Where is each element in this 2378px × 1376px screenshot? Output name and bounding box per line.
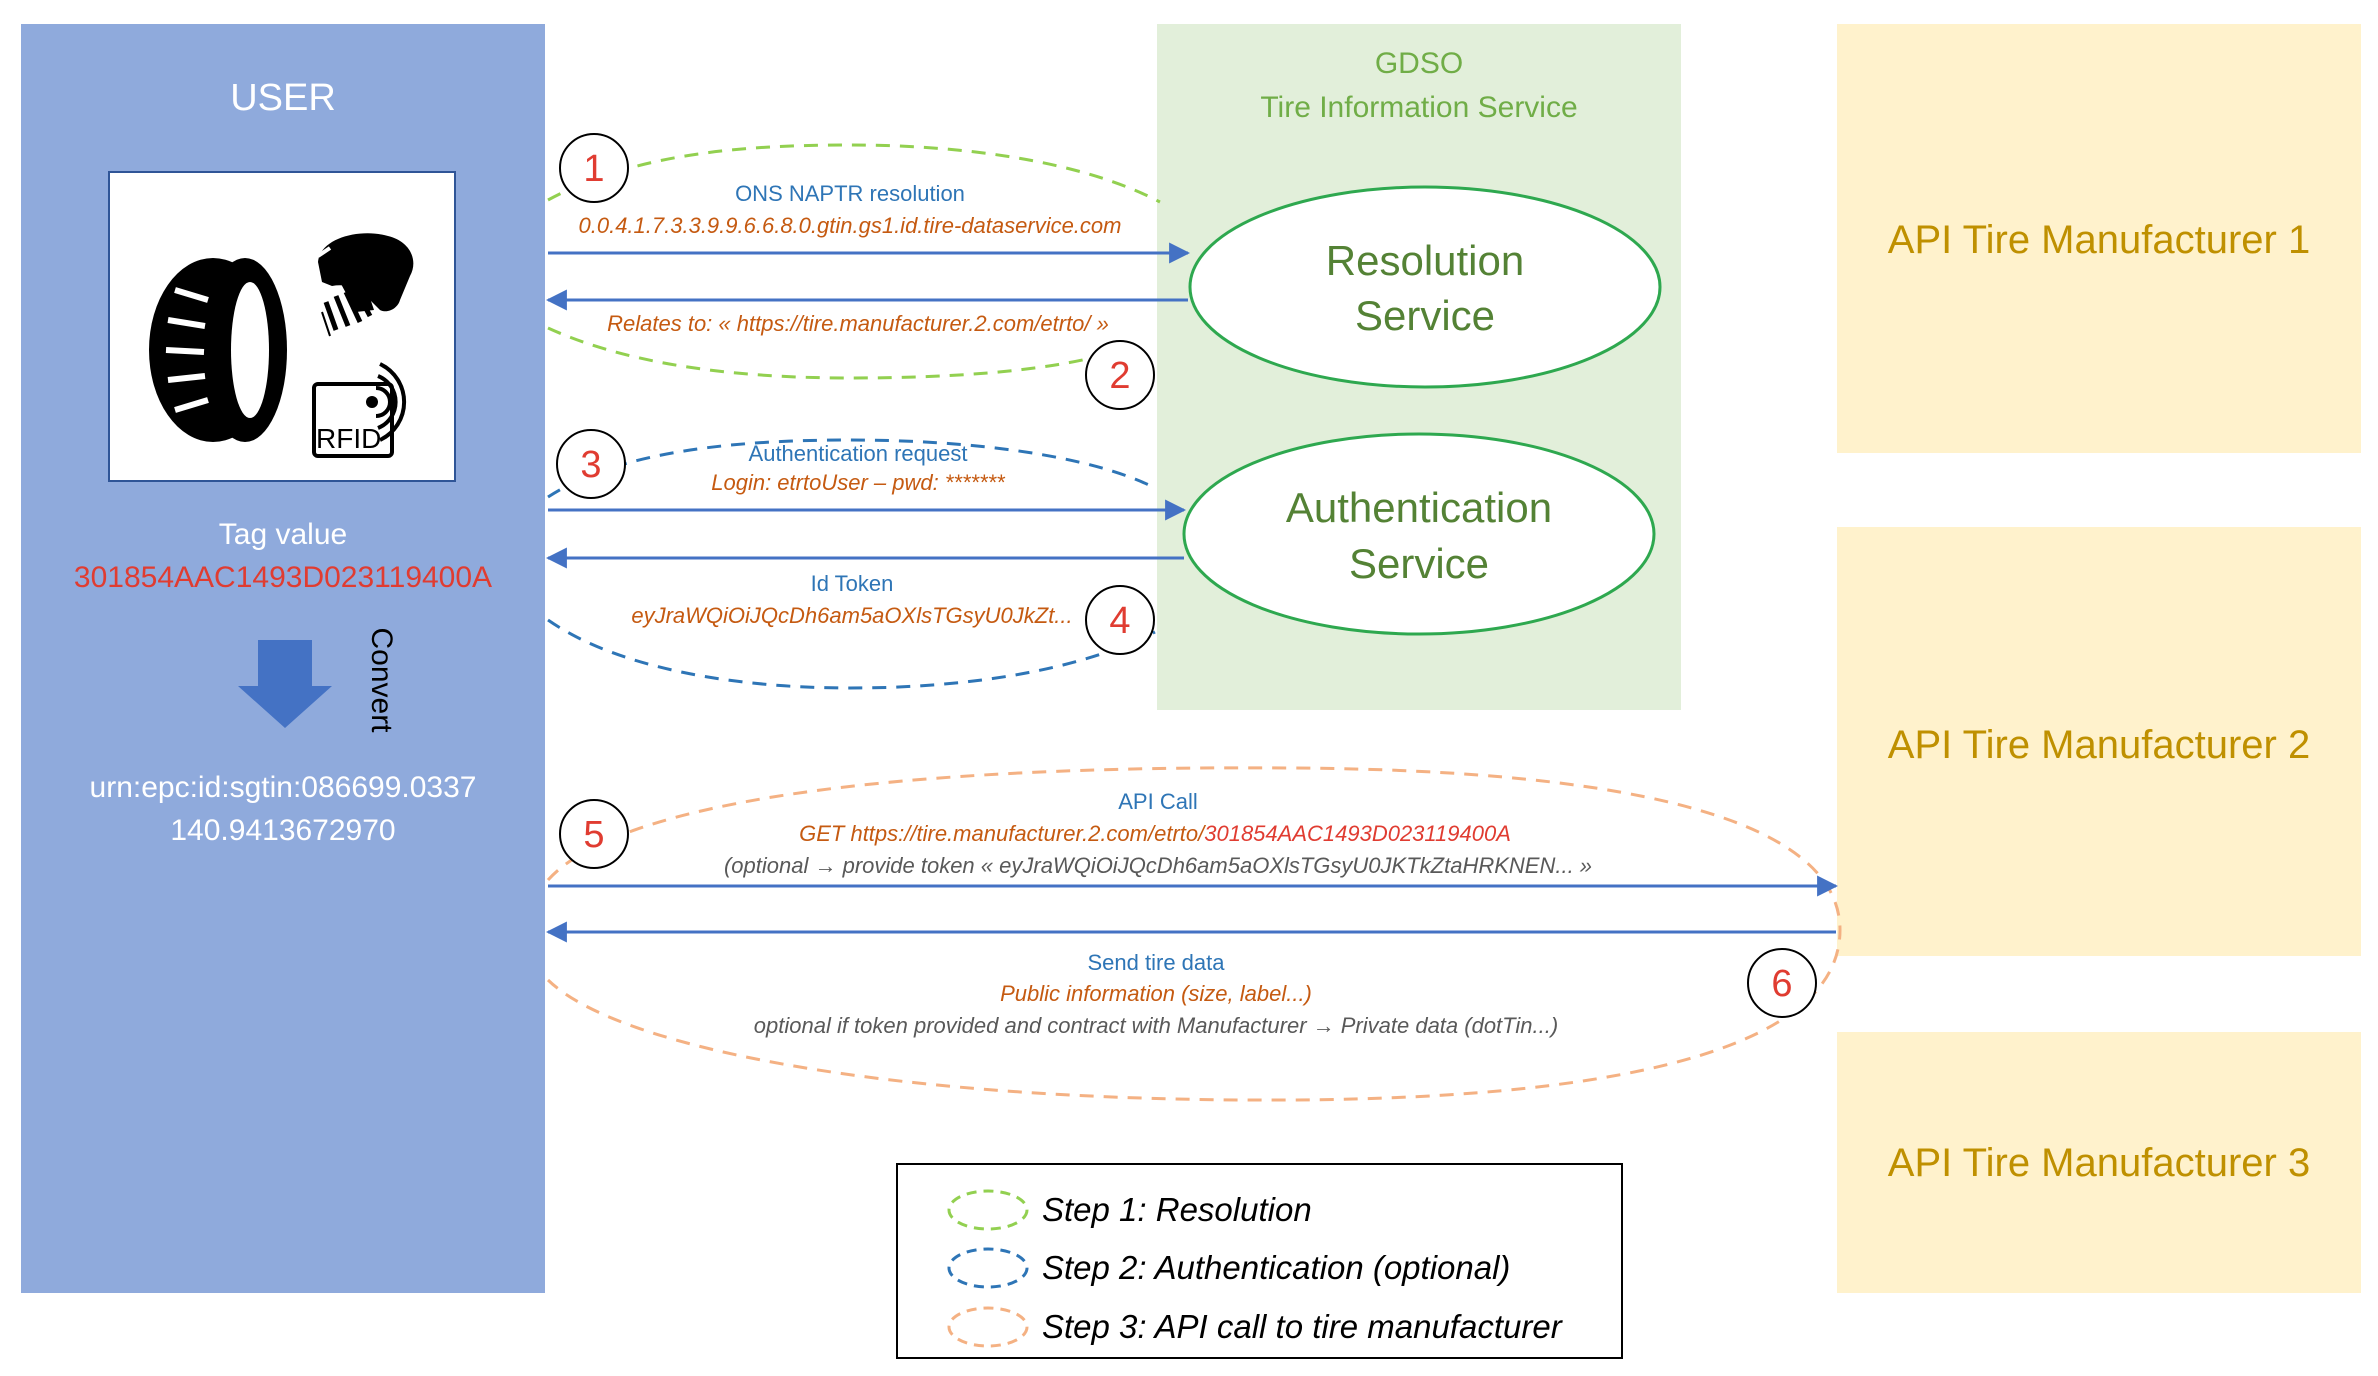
user-title: USER [230, 77, 336, 119]
step1-dashed-loop-top [547, 143, 1161, 204]
step6-optional: optional if token provided and contract … [754, 1013, 1558, 1038]
step-badge-5-number: 5 [583, 814, 604, 856]
gdso-subtitle: Tire Information Service [1260, 91, 1577, 124]
rfid-label: RFID [316, 423, 381, 454]
tag-value-label: Tag value [219, 518, 347, 551]
authentication-service-node [1182, 432, 1656, 636]
convert-label: Convert [365, 627, 398, 733]
step5-detail-tag: 301854AAC1493D023119400A [1204, 821, 1511, 846]
step-badge-6-number: 6 [1771, 963, 1792, 1005]
step1-title: ONS NAPTR resolution [735, 181, 965, 206]
step5-detail: GET https://tire.manufacturer.2.com/etrt… [799, 821, 1511, 846]
step3-dashed-loop [546, 766, 1842, 1102]
urn-line-2: 140.9413672970 [170, 814, 395, 847]
manufacturer-3-label: API Tire Manufacturer 3 [1888, 1141, 2310, 1185]
manufacturer-1-panel [1837, 24, 2361, 453]
manufacturer-1-label: API Tire Manufacturer 1 [1888, 218, 2310, 262]
step1-detail: 0.0.4.1.7.3.3.9.9.6.6.8.0.gtin.gs1.id.ti… [579, 213, 1122, 238]
manufacturer-3-panel [1837, 1032, 2361, 1293]
step-badge-1-number: 1 [583, 148, 604, 190]
manufacturer-2-label: API Tire Manufacturer 2 [1888, 723, 2310, 767]
step-badge-6: 6 [1747, 948, 1817, 1018]
manufacturer-2-panel [1837, 527, 2361, 956]
resolution-service-line-2: Service [1355, 292, 1495, 339]
legend: Step 1: Resolution Step 2: Authenticatio… [896, 1163, 1623, 1359]
legend-swatch-resolution [947, 1189, 1029, 1231]
resolution-service-node [1188, 185, 1662, 389]
step2-detail: Relates to: « https://tire.manufacturer.… [607, 311, 1109, 336]
step-badge-3: 3 [556, 429, 626, 499]
step-badge-4-number: 4 [1109, 600, 1130, 642]
step2-dashed-loop-bottom [547, 618, 1156, 690]
authentication-service-line-1: Authentication [1286, 484, 1552, 531]
gdso-title: GDSO [1375, 47, 1463, 80]
legend-label-authentication: Step 2: Authentication (optional) [1042, 1249, 1510, 1286]
tag-value: 301854AAC1493D023119400A [74, 561, 492, 594]
step3-detail: Login: etrtoUser – pwd: ******* [711, 470, 1006, 495]
step4-detail: eyJraWQiOiJQcDh6am5aOXlsTGsyU0JkZt... [631, 603, 1072, 628]
step6-title: Send tire data [1088, 950, 1226, 975]
step-badge-4: 4 [1085, 585, 1155, 655]
step5-title: API Call [1118, 789, 1197, 814]
tire-icon [149, 258, 287, 442]
step-badge-3-number: 3 [580, 444, 601, 486]
resolution-service-line-1: Resolution [1326, 237, 1524, 284]
step4-title: Id Token [811, 571, 894, 596]
legend-label-api-call: Step 3: API call to tire manufacturer [1042, 1308, 1564, 1345]
authentication-service-line-2: Service [1349, 540, 1489, 587]
step5-detail-url: GET https://tire.manufacturer.2.com/etrt… [799, 821, 1206, 846]
urn-line-1: urn:epc:id:sgtin:086699.0337 [90, 771, 477, 804]
step1-dashed-loop-bottom [547, 326, 1121, 380]
step-badge-2-number: 2 [1109, 355, 1130, 397]
legend-label-resolution: Step 1: Resolution [1042, 1191, 1312, 1228]
step2-dashed-loop-top [547, 438, 1156, 499]
convert-arrow [238, 640, 332, 728]
barcode-scanner-icon [316, 233, 414, 337]
step3-title: Authentication request [749, 441, 968, 466]
step-badge-2: 2 [1085, 340, 1155, 410]
step-badge-5: 5 [559, 799, 629, 869]
legend-swatch-authentication [947, 1247, 1029, 1289]
legend-swatch-api-call [947, 1306, 1029, 1348]
rfid-icon: RFID [312, 362, 407, 458]
step6-detail: Public information (size, label...) [1000, 981, 1312, 1006]
step5-optional: (optional → provide token « eyJraWQiOiJQ… [724, 853, 1592, 878]
step-badge-1: 1 [559, 133, 629, 203]
